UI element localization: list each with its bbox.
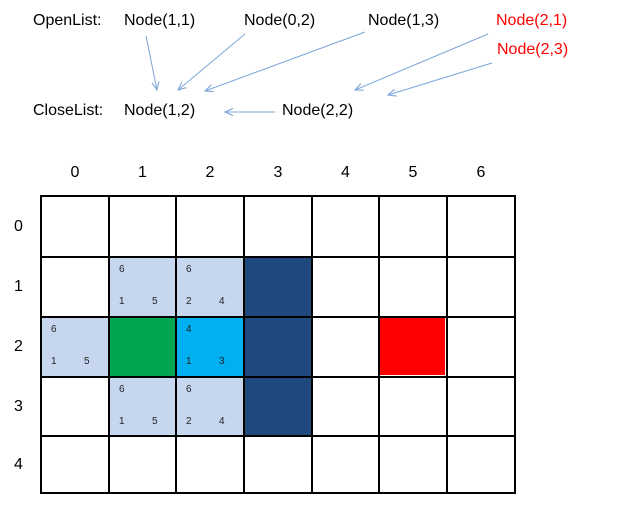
column-index-4: 4 (341, 164, 350, 181)
g-cost: 2 (186, 296, 192, 307)
arrow-1-1-to-1-2 (145, 35, 157, 90)
arrow-2-1-to-2-2 (355, 33, 489, 90)
grid-line-vertical (378, 195, 380, 494)
open-node-2-1-new: Node(2,1) (496, 12, 568, 29)
column-index-1: 1 (138, 164, 147, 181)
column-index-6: 6 (476, 164, 486, 181)
column-index-5: 5 (408, 164, 418, 181)
open-node-1-3: Node(1,3) (368, 12, 440, 29)
row-index-2: 2 (14, 338, 23, 355)
row-index-4: 4 (14, 455, 23, 473)
cell-open-0-2: 6 1 5 (41, 317, 109, 377)
grid-line-horizontal (40, 376, 516, 378)
g-cost: 1 (119, 296, 125, 307)
cell-start-1-2 (109, 317, 176, 377)
f-cost: 4 (186, 324, 192, 335)
g-cost: 1 (51, 356, 57, 367)
row-index-0: 0 (14, 217, 23, 235)
grid-line-vertical (40, 195, 42, 494)
column-index-3: 3 (273, 164, 283, 181)
close-node-2-2: Node(2,2) (282, 102, 354, 119)
h-cost: 5 (84, 356, 90, 367)
row-index-1: 1 (14, 278, 23, 295)
open-node-0-2: Node(0,2) (244, 12, 316, 29)
arrow-2-3-to-2-2 (388, 62, 493, 95)
f-cost: 6 (51, 324, 57, 335)
cell-open-1-3: 6 1 5 (109, 377, 176, 436)
cell-goal-5-2 (379, 317, 447, 377)
grid-line-horizontal (40, 316, 516, 318)
f-cost: 6 (186, 384, 192, 395)
g-cost: 2 (186, 416, 192, 427)
open-node-1-1: Node(1,1) (124, 12, 196, 29)
cell-current-2-2: 4 1 3 (176, 317, 244, 377)
grid-line-vertical (243, 195, 245, 494)
arrow-1-3-to-1-2 (205, 31, 366, 91)
cell-wall-3-3 (244, 377, 312, 436)
h-cost: 4 (219, 296, 225, 307)
grid-line-horizontal (40, 195, 516, 197)
h-cost: 5 (152, 296, 158, 307)
goal-marker (379, 317, 445, 375)
astar-grid: 6 1 5 6 2 4 6 1 5 4 1 3 6 1 5 6 2 4 (40, 195, 516, 494)
grid-line-vertical (514, 195, 516, 494)
arrow-0-2-to-1-2 (178, 33, 246, 90)
close-node-1-2: Node(1,2) (124, 102, 196, 119)
h-cost: 3 (219, 356, 225, 367)
g-cost: 1 (119, 416, 125, 427)
open-list-label: OpenList: (33, 12, 102, 29)
grid-line-vertical (108, 195, 110, 494)
grid-line-horizontal (40, 492, 516, 494)
grid-line-horizontal (40, 256, 516, 258)
h-cost: 4 (219, 416, 225, 427)
cell-open-2-1: 6 2 4 (176, 257, 244, 317)
cell-open-2-3: 6 2 4 (176, 377, 244, 436)
row-index-3: 3 (14, 397, 23, 415)
f-cost: 6 (119, 264, 125, 275)
f-cost: 6 (186, 264, 192, 275)
column-index-0: 0 (70, 164, 80, 181)
cell-wall-3-2 (244, 317, 312, 377)
cell-open-1-1: 6 1 5 (109, 257, 176, 317)
h-cost: 5 (152, 416, 158, 427)
cell-wall-3-1 (244, 257, 312, 317)
grid-line-horizontal (40, 435, 516, 437)
grid-line-vertical (175, 195, 177, 494)
grid-line-vertical (311, 195, 313, 494)
close-list-label: CloseList: (33, 102, 104, 119)
grid-line-vertical (446, 195, 448, 494)
f-cost: 6 (119, 384, 125, 395)
column-index-2: 2 (205, 164, 215, 181)
open-node-2-3-new: Node(2,3) (497, 41, 569, 58)
g-cost: 1 (186, 356, 192, 367)
